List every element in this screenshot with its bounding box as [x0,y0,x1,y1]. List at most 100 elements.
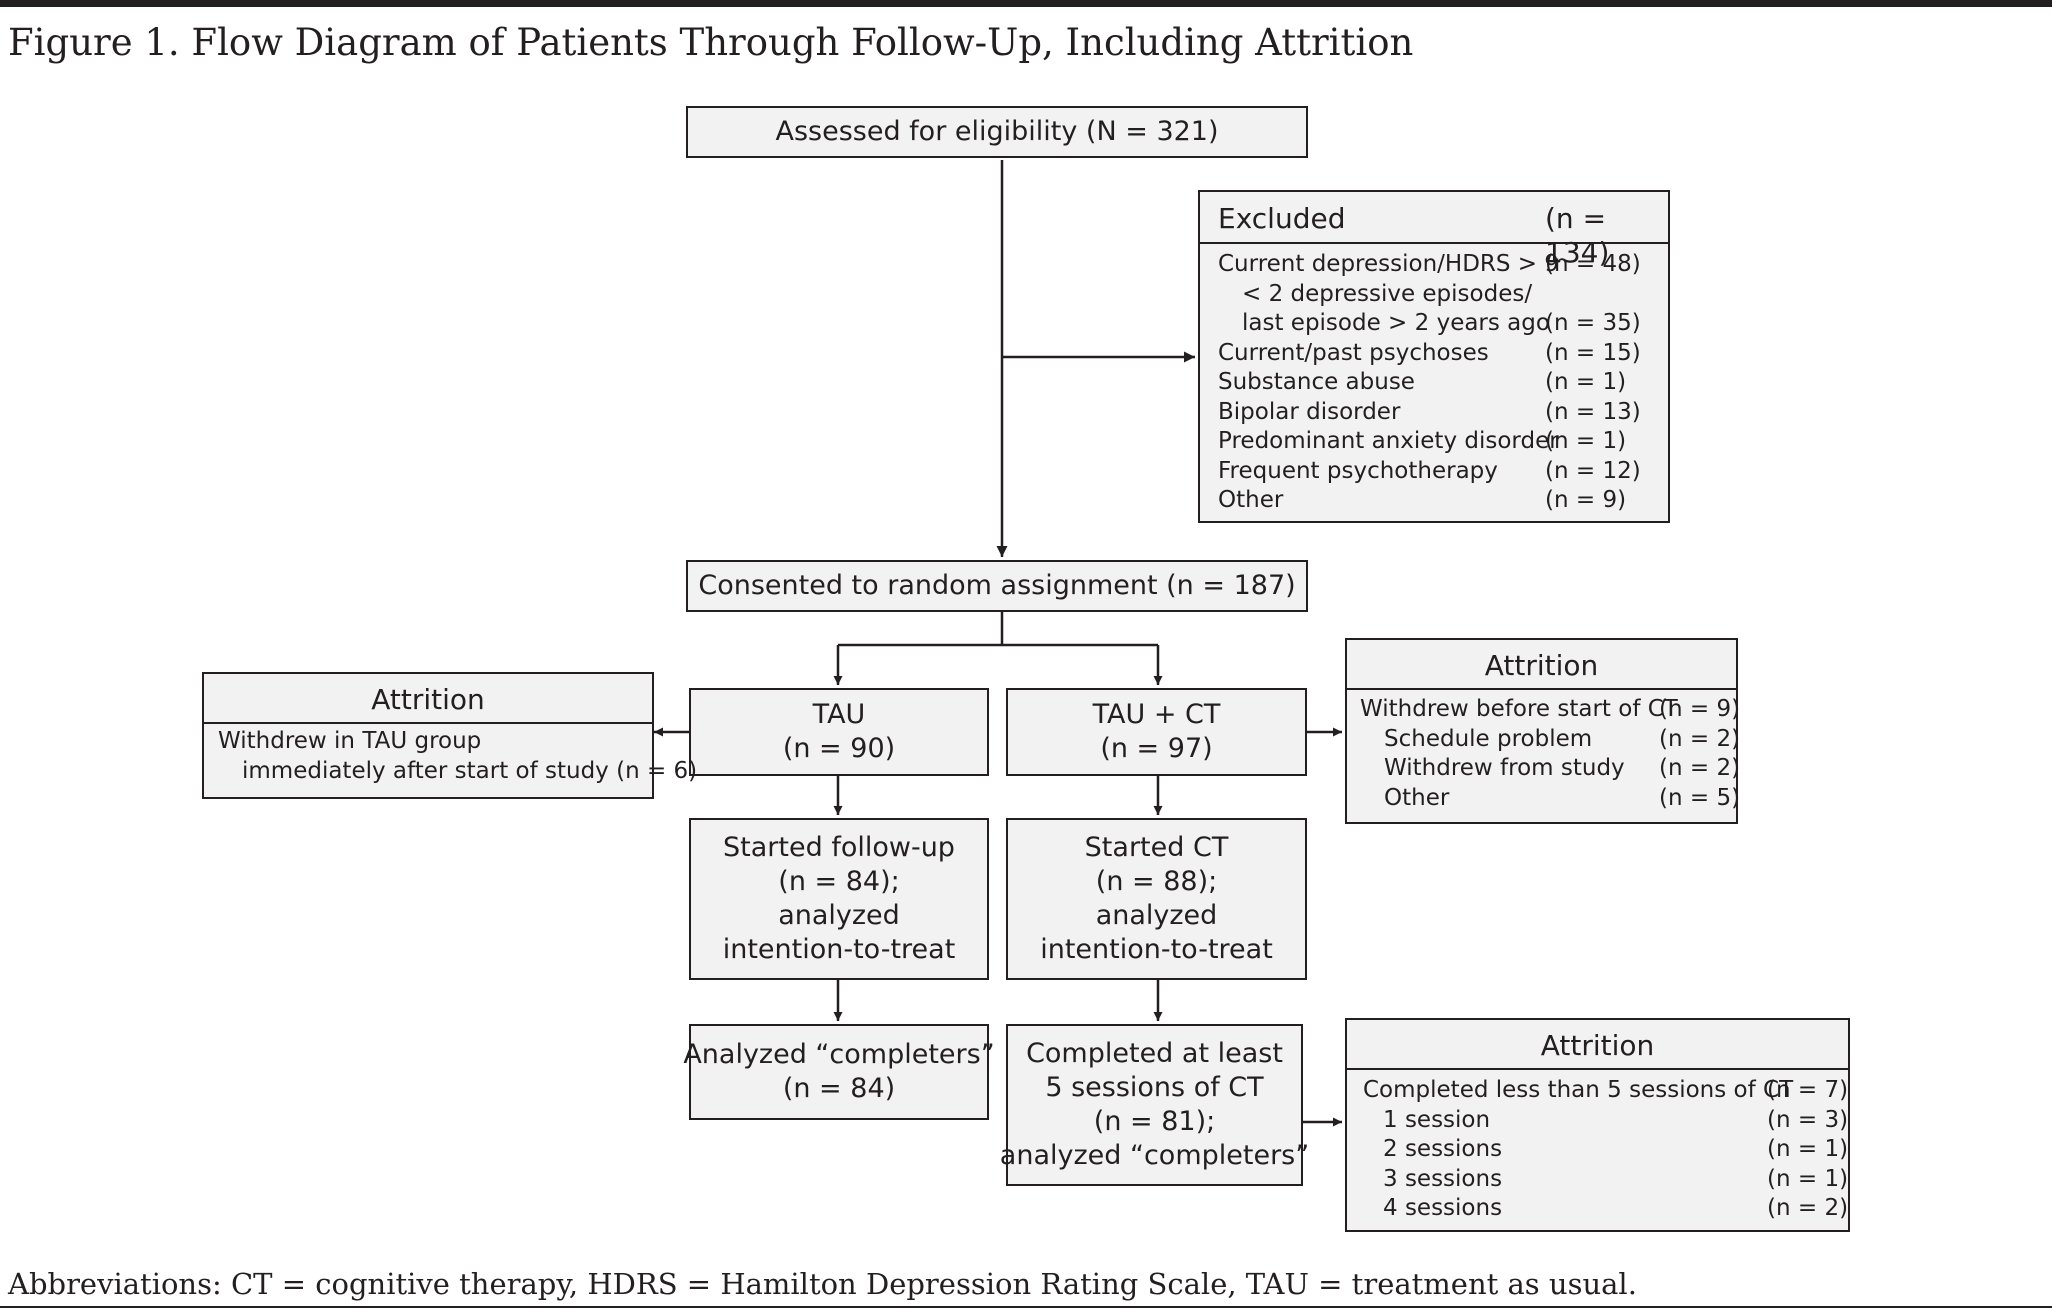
completers-ct-line: Completed at least [1026,1038,1283,1069]
excluded-count: (n = 1) [1545,369,1627,395]
tauct-title: TAU + CT [1092,699,1221,730]
attrition-ct-row: Withdrew from study (n = 2) [1360,754,1740,784]
excluded-total: (n = 134) [1545,202,1610,269]
attrition-ct-title: Attrition [1484,649,1599,682]
attrition-sessions-row: 1 session (n = 3) [1363,1106,1848,1136]
attrition-sessions-row: 4 sessions (n = 2) [1363,1194,1848,1224]
bottom-rule [0,1306,2052,1308]
top-rule [0,0,2052,7]
excluded-row: Current depression/HDRS > 9(n = 48) [1218,250,1668,280]
completers-ct-line: 5 sessions of CT [1045,1072,1264,1103]
attrition-sessions-count: (n = 2) [1767,1195,1849,1221]
attrition-sessions-box: Attrition Completed less than 5 sessions… [1345,1018,1850,1232]
attrition-ct-row: Withdrew before start of CT(n = 9) [1360,695,1740,725]
attrition-sessions-count: (n = 1) [1767,1136,1849,1162]
excluded-row: Predominant anxiety disorder(n = 1) [1218,427,1668,457]
attrition-ct-label: Withdrew before start of CT [1360,696,1678,722]
excluded-label: Other [1218,487,1284,513]
attrition-ct-count: (n = 2) [1659,755,1741,781]
tau-count: (n = 90) [782,733,896,764]
excluded-label: Substance abuse [1218,369,1415,395]
excluded-row: < 2 depressive episodes/ [1218,280,1668,310]
figure-title: Figure 1. Flow Diagram of Patients Throu… [8,21,1414,64]
started-followup-line: (n = 84); [778,866,900,897]
excluded-count: (n = 13) [1545,398,1641,425]
assessed-box: Assessed for eligibility (N = 321) [686,106,1308,158]
attrition-ct-label: Withdrew from study [1384,755,1625,781]
excluded-count: (n = 9) [1545,487,1627,513]
excluded-count: (n = 15) [1545,339,1641,366]
excluded-row: Bipolar disorder (n = 13) [1218,398,1668,428]
connector-split [838,612,1158,647]
tauct-box: TAU + CT (n = 97) [1006,688,1307,776]
attrition-ct-list: Withdrew before start of CT(n = 9) Sched… [1347,690,1740,814]
excluded-header: Excluded (n = 134) [1200,192,1668,269]
excluded-label: last episode > 2 years ago [1242,310,1550,336]
excluded-row: Frequent psychotherapy (n = 12) [1218,457,1668,487]
attrition-sessions-label: 1 session [1383,1106,1491,1133]
excluded-label: Current/past psychoses [1218,339,1489,366]
attrition-ct-row: Other(n = 5) [1360,784,1740,814]
attrition-tau-title: Attrition [371,683,485,716]
excluded-row: Other (n = 9) [1218,486,1668,516]
attrition-sessions-label: 4 sessions [1383,1195,1503,1221]
excluded-count: (n = 48) [1545,251,1641,277]
attrition-tau-body: Withdrew in TAU group immediately after … [204,724,698,786]
started-ct-box: Started CT (n = 88); analyzed intention-… [1006,818,1307,980]
consented-box: Consented to random assignment (n = 187) [686,560,1308,612]
excluded-count: (n = 35) [1545,310,1641,336]
abbreviations-footnote: Abbreviations: CT = cognitive therapy, H… [8,1267,1637,1301]
completers-ct-box: Completed at least 5 sessions of CT (n =… [1000,1024,1309,1186]
started-followup-box: Started follow-up (n = 84); analyzed int… [689,818,989,980]
tauct-count: (n = 97) [1100,733,1213,764]
attrition-sessions-row: 3 sessions (n = 1) [1363,1165,1848,1195]
excluded-row: Substance abuse (n = 1) [1218,368,1668,398]
excluded-label: Frequent psychotherapy [1218,457,1498,484]
started-followup-line: analyzed [778,900,900,931]
excluded-label: Bipolar disorder [1218,398,1401,425]
started-ct-line: intention-to-treat [1040,934,1273,965]
excluded-box: Excluded (n = 134) Current depression/HD… [1198,190,1670,523]
attrition-sessions-title: Attrition [1540,1029,1655,1062]
attrition-tau-line2: immediately after start of study (n = 6) [242,757,698,784]
attrition-sessions-label: 2 sessions [1383,1136,1503,1162]
consented-text: Consented to random assignment (n = 187) [698,570,1296,601]
completers-ct-line: analyzed “completers” [999,1140,1310,1171]
excluded-count: (n = 1) [1545,428,1627,454]
attrition-sessions-count: (n = 3) [1767,1106,1849,1133]
attrition-ct-header: Attrition [1347,640,1736,690]
attrition-sessions-list: Completed less than 5 sessions of CT(n =… [1347,1070,1848,1224]
attrition-ct-count: (n = 2) [1659,725,1741,752]
attrition-sessions-count: (n = 7) [1767,1077,1849,1103]
excluded-count: (n = 12) [1545,457,1641,484]
attrition-ct-label: Schedule problem [1384,725,1593,752]
tau-box: TAU (n = 90) [689,688,989,776]
started-ct-line: Started CT [1084,832,1229,863]
attrition-tau-header: Attrition [204,674,652,724]
attrition-ct-box: Attrition Withdrew before start of CT(n … [1345,638,1740,824]
attrition-tau-line1: Withdrew in TAU group [218,728,482,754]
excluded-title: Excluded [1218,202,1346,235]
attrition-sessions-label: 3 sessions [1383,1165,1503,1192]
started-ct-line: analyzed [1095,900,1218,931]
attrition-tau-box: Attrition Withdrew in TAU group immediat… [202,672,698,799]
attrition-ct-count: (n = 9) [1659,696,1741,722]
started-followup-line: Started follow-up [723,832,955,863]
excluded-label: Current depression/HDRS > 9 [1218,251,1560,277]
excluded-row: Current/past psychoses (n = 15) [1218,339,1668,369]
attrition-sessions-label: Completed less than 5 sessions of CT [1363,1077,1794,1103]
attrition-ct-count: (n = 5) [1659,784,1741,811]
assessed-text: Assessed for eligibility (N = 321) [775,116,1219,147]
completers-tau-line: (n = 84) [782,1073,896,1104]
attrition-sessions-row: Completed less than 5 sessions of CT(n =… [1363,1076,1848,1106]
completers-tau-box: Analyzed “completers” (n = 84) [683,1024,995,1120]
attrition-ct-row: Schedule problem (n = 2) [1360,725,1740,755]
attrition-sessions-row: 2 sessions (n = 1) [1363,1135,1848,1165]
started-ct-line: (n = 88); [1095,866,1218,897]
attrition-sessions-count: (n = 1) [1767,1165,1849,1192]
excluded-label: < 2 depressive episodes/ [1242,280,1533,307]
completers-tau-line: Analyzed “completers” [683,1039,995,1070]
attrition-sessions-header: Attrition [1347,1020,1848,1070]
excluded-row: last episode > 2 years ago(n = 35) [1218,309,1668,339]
